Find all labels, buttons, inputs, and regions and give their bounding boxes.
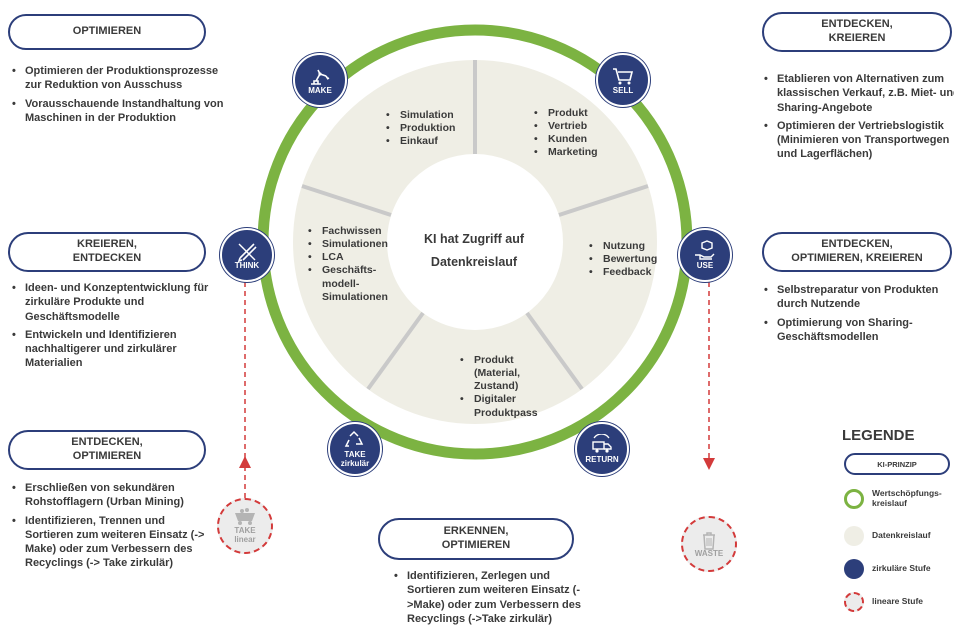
list-item: Simulationen bbox=[308, 238, 402, 251]
panel-kreieren-entdecken-list: Ideen- und Konzeptentwicklung für zirkul… bbox=[11, 281, 225, 375]
stage-use: USE bbox=[678, 228, 732, 282]
list-item: Digitaler Produktpass bbox=[460, 393, 554, 419]
dashed-ring-icon bbox=[844, 592, 864, 612]
panel-optimieren-list: Optimieren der Produktionsprozesse zur R… bbox=[11, 64, 225, 129]
panel-kreieren-entdecken-title: KREIEREN, ENTDECKEN bbox=[8, 232, 206, 272]
list-item: Bewertung bbox=[589, 253, 657, 266]
legend-title: LEGENDE bbox=[842, 427, 915, 444]
truck-return-icon bbox=[592, 433, 612, 453]
stage-label: USE bbox=[696, 260, 714, 270]
stage-label: WASTE bbox=[694, 548, 724, 558]
beige-dot-icon bbox=[844, 526, 864, 546]
center-circle bbox=[387, 154, 563, 330]
panel-erkennen-optimieren-list: Identifizieren, Zerlegen und Sortieren z… bbox=[393, 569, 587, 630]
recycle-icon bbox=[344, 431, 364, 447]
stage-label: TAKE zirkulär bbox=[340, 450, 370, 468]
list-item: Ideen- und Konzeptentwicklung für zirkul… bbox=[12, 281, 225, 324]
panel-optimieren-title: OPTIMIEREN bbox=[8, 14, 206, 50]
list-item: Vertrieb bbox=[534, 120, 598, 133]
stage-waste: WASTE bbox=[681, 516, 737, 572]
legend-value-chain: Wertschöpfungs- kreislauf bbox=[844, 488, 942, 509]
list-item: Geschäfts-modell-Simulationen bbox=[308, 264, 402, 303]
legend-label: zirkuläre Stufe bbox=[872, 563, 931, 574]
legend-ki-prinzip: KI-PRINZIP bbox=[844, 453, 950, 475]
list-item: Etablieren von Alternativen zum klassisc… bbox=[764, 72, 954, 115]
legend-data-cycle: Datenkreislauf bbox=[844, 526, 931, 546]
stage-make: MAKE bbox=[293, 53, 347, 107]
legend-linear-stage: lineare Stufe bbox=[844, 592, 923, 612]
panel-entdecken-optimieren-kreieren-list: Selbstreparatur von Produkten durch Nutz… bbox=[763, 283, 954, 348]
panel-entdecken-optimieren-kreieren-title: ENTDECKEN, OPTIMIEREN, KREIEREN bbox=[762, 232, 952, 272]
list-item: Fachwissen bbox=[308, 225, 402, 238]
mine-cart-icon bbox=[235, 508, 255, 526]
legend-label: Datenkreislauf bbox=[872, 530, 931, 541]
panel-entdecken-optimieren-list: Erschließen von sekundären Rohstofflager… bbox=[11, 481, 215, 575]
hand-box-icon bbox=[695, 239, 715, 260]
center-text: KI hat Zugriff auf Datenkreislauf bbox=[394, 228, 554, 273]
segment-sell: Produkt Vertrieb Kunden Marketing bbox=[532, 107, 598, 160]
segment-dividers bbox=[301, 60, 649, 391]
panel-entdecken-optimieren-title: ENTDECKEN, OPTIMIEREN bbox=[8, 430, 206, 470]
panel-entdecken-kreieren-title: ENTDECKEN, KREIEREN bbox=[762, 12, 952, 52]
list-item: Optimierung von Sharing-Geschäftsmodelle… bbox=[764, 316, 954, 345]
list-item: Produkt bbox=[534, 107, 598, 120]
list-item: Feedback bbox=[589, 266, 657, 279]
list-item: Produkt (Material, Zustand) bbox=[460, 354, 554, 393]
center-line-1: KI hat Zugriff auf bbox=[424, 232, 524, 246]
segment-make: Simulation Produktion Einkauf bbox=[384, 109, 456, 149]
list-item: Identifizieren, Zerlegen und Sortieren z… bbox=[394, 569, 587, 626]
list-item: Entwickeln und Identifizieren nachhaltig… bbox=[12, 328, 225, 371]
stage-return: RETURN bbox=[575, 422, 629, 476]
segment-think: Fachwissen Simulationen LCA Geschäfts-mo… bbox=[306, 225, 402, 304]
list-item: Optimieren der Produktionsprozesse zur R… bbox=[12, 64, 225, 93]
list-item: Optimieren der Vertriebslogistik (Minimi… bbox=[764, 119, 954, 162]
stage-take-linear: TAKE linear bbox=[217, 498, 273, 554]
list-item: Erschließen von sekundären Rohstofflager… bbox=[12, 481, 215, 510]
shopping-cart-icon bbox=[613, 67, 634, 85]
stage-label: TAKE linear bbox=[234, 526, 256, 544]
pencil-ruler-icon bbox=[237, 243, 257, 262]
stage-think: THINK bbox=[220, 228, 274, 282]
list-item: Einkauf bbox=[386, 135, 455, 148]
stage-label: MAKE bbox=[308, 85, 332, 95]
green-ring-icon bbox=[844, 489, 864, 509]
list-item: Vorausschauende Instandhaltung von Masch… bbox=[12, 97, 225, 126]
list-item: Kunden bbox=[534, 133, 598, 146]
navy-dot-icon bbox=[844, 559, 864, 579]
segment-use: Nutzung Bewertung Feedback bbox=[587, 240, 657, 280]
stage-sell: SELL bbox=[596, 53, 650, 107]
trash-bin-icon bbox=[703, 531, 715, 550]
legend-circular-stage: zirkuläre Stufe bbox=[844, 559, 931, 579]
list-item: Nutzung bbox=[589, 240, 657, 253]
stage-take-circular: TAKE zirkulär bbox=[328, 422, 382, 476]
stage-label: THINK bbox=[234, 260, 260, 270]
panel-erkennen-optimieren-title: ERKENNEN, OPTIMIEREN bbox=[378, 518, 574, 560]
list-item: Selbstreparatur von Produkten durch Nutz… bbox=[764, 283, 954, 312]
segment-return: Produkt (Material, Zustand) Digitaler Pr… bbox=[458, 354, 554, 420]
legend-label: lineare Stufe bbox=[872, 596, 924, 607]
stage-label: RETURN bbox=[585, 454, 619, 464]
list-item: Identifizieren, Trennen und Sortieren zu… bbox=[12, 514, 215, 571]
list-item: LCA bbox=[308, 251, 402, 264]
robot-arm-icon bbox=[311, 69, 330, 85]
list-item: Marketing bbox=[534, 146, 597, 159]
panel-entdecken-kreieren-list: Etablieren von Alternativen zum klassisc… bbox=[763, 72, 954, 166]
stage-label: SELL bbox=[612, 85, 634, 95]
list-item: Simulation bbox=[386, 109, 455, 122]
legend-label: Wertschöpfungs- kreislauf bbox=[872, 488, 942, 508]
center-line-2: Datenkreislauf bbox=[430, 254, 518, 269]
list-item: Produktion bbox=[386, 122, 456, 135]
